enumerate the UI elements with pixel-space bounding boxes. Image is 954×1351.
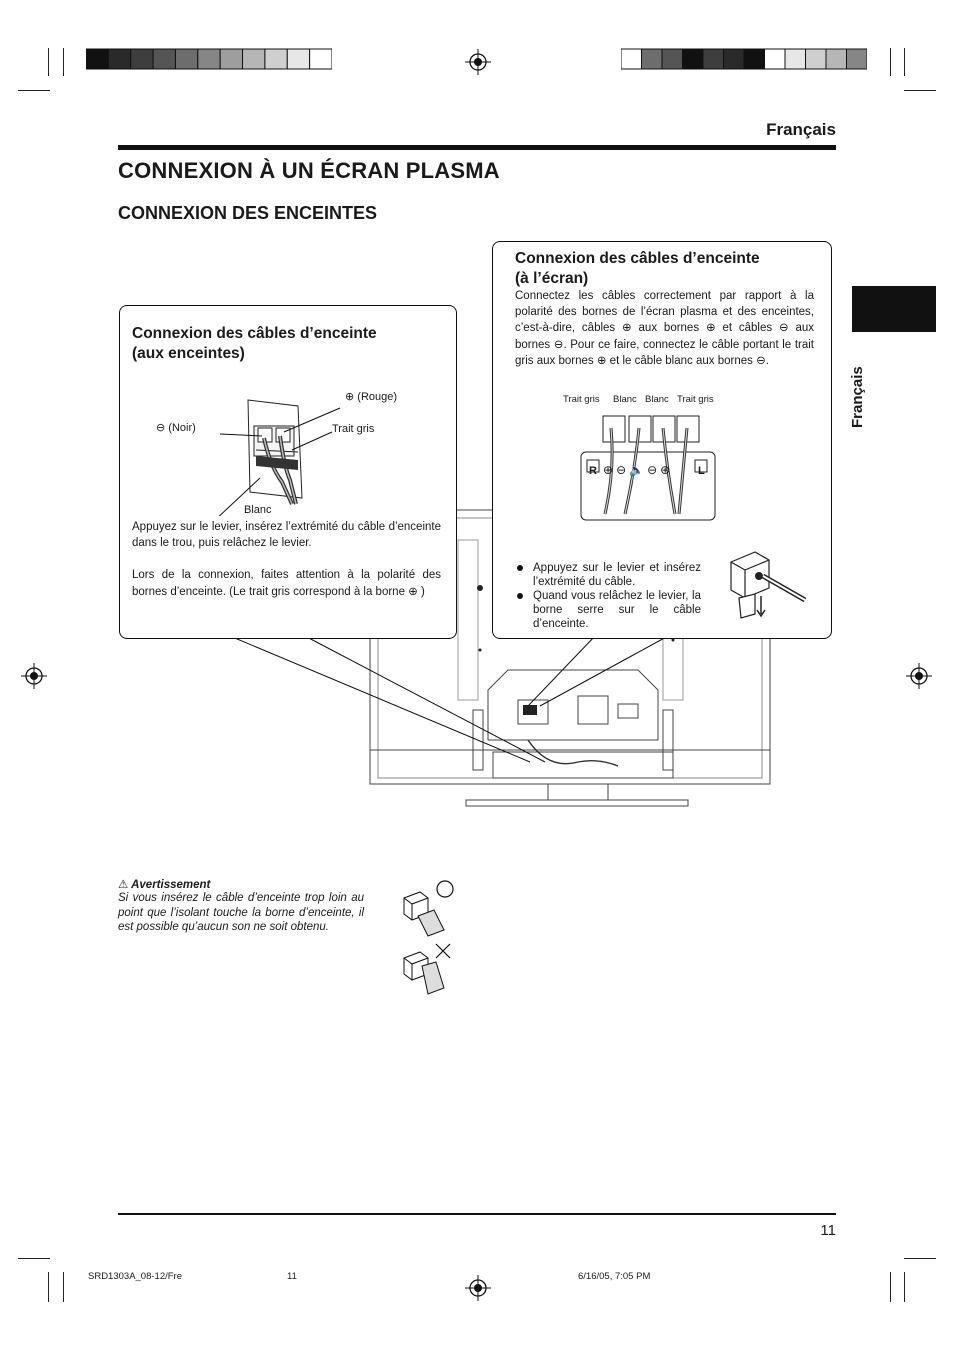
side-tab (852, 286, 936, 332)
registration-mark-icon (21, 663, 47, 689)
minus-terminal-icon: ⊖ (779, 320, 789, 334)
screen-box-title: Connexion des câbles d’enceinte (à l’écr… (515, 250, 760, 287)
page-title: CONNEXION À UN ÉCRAN PLASMA (118, 158, 500, 183)
plus-label: ⊕ (Rouge) (345, 390, 398, 403)
crop-mark (890, 1272, 891, 1302)
warning-block: ⚠ Avertissement Si vous insérez le câble… (118, 877, 364, 933)
terminal-symbols: ⊕⊖🔈⊖⊕ (603, 463, 673, 477)
gray-line-label: Trait gris (332, 423, 375, 435)
registration-mark-icon (465, 1275, 491, 1301)
minus-terminal-icon: ⊖ (156, 421, 166, 434)
terminal-label: Trait gris (677, 394, 714, 405)
incorrect-insertion-illustration (403, 943, 451, 995)
section-title: CONNEXION DES ENCEINTES (118, 203, 378, 223)
terminal-r-label: R (589, 465, 597, 477)
language-label: Français (766, 120, 836, 139)
screen-connection-box: Connexion des câbles d’enceinte (à l’écr… (492, 241, 832, 639)
speaker-icon: 🔈 (629, 463, 648, 477)
footer-timestamp: 6/16/05, 7:05 PM (578, 1271, 651, 1282)
registration-mark-icon (465, 49, 491, 75)
minus-terminal-icon: ⊖ (647, 463, 661, 477)
list-item: Quand vous relâchez le levier, la borne … (515, 589, 701, 631)
color-swatch (309, 48, 332, 70)
screen-polarity-text: Connectez les câbles correctement par ra… (515, 290, 815, 367)
speaker-connection-box: Connexion des câbles d’enceinte (aux enc… (119, 305, 457, 639)
minus-terminal-icon: ⊖ (616, 463, 630, 477)
minus-terminal-icon: ⊖ (756, 353, 766, 367)
crop-mark (63, 48, 64, 76)
warning-icon: ⚠ (118, 877, 129, 891)
bottom-rule (118, 1213, 836, 1215)
crop-mark (48, 48, 49, 76)
plus-terminal-icon: ⊕ (705, 320, 716, 334)
color-bar-right (621, 48, 867, 70)
crop-mark (18, 90, 50, 91)
terminal-label: Blanc (645, 394, 669, 405)
minus-terminal-icon: ⊖ (553, 336, 564, 351)
crop-mark (904, 1272, 905, 1302)
plus-terminal-icon: ⊕ (345, 390, 355, 403)
page-number: 11 (820, 1222, 836, 1239)
terminal-l-label: L (698, 465, 705, 477)
crop-mark (904, 48, 905, 76)
screen-bullets: Appuyez sur le levier et insérez l’extré… (515, 561, 701, 631)
speaker-box-title: Connexion des câbles d’enceinte (aux enc… (132, 325, 377, 362)
crop-mark (18, 1258, 50, 1259)
registration-mark-icon (906, 663, 932, 689)
terminal-label: Trait gris (563, 394, 600, 405)
footer-page-ref: 11 (287, 1271, 297, 1282)
correct-insertion-illustration (403, 880, 454, 937)
crop-mark (48, 1272, 49, 1302)
footer-file: SRD1303A_08-12/Fre (88, 1271, 182, 1282)
plus-terminal-icon: ⊕ (660, 463, 674, 477)
lever-illustration (730, 551, 807, 619)
top-rule (118, 145, 836, 150)
speaker-instructions: Appuyez sur le levier, insérez l’extrémi… (132, 521, 441, 549)
crop-mark (904, 90, 936, 91)
plus-terminal-icon: ⊕ (596, 353, 607, 367)
minus-label: ⊖ (Noir) (156, 421, 196, 434)
color-swatch (846, 48, 867, 70)
crop-mark (890, 48, 891, 76)
crop-mark (904, 1258, 936, 1259)
screen-terminal-illustration (580, 415, 716, 521)
color-bar-left (86, 48, 332, 70)
terminal-label: Blanc (613, 394, 637, 405)
crop-mark (63, 1272, 64, 1302)
warning-text: Si vous insérez le câble d’enceinte trop… (118, 892, 364, 933)
white-label: Blanc (244, 504, 272, 516)
plus-terminal-icon: ⊕ (603, 463, 617, 477)
plus-terminal-icon: ⊕ (622, 320, 632, 334)
speaker-terminal-illustration (218, 399, 341, 516)
plus-terminal-icon: ⊕ (408, 583, 418, 598)
list-item: Appuyez sur le levier et insérez l’extré… (515, 561, 701, 589)
speaker-polarity-note: Lors de la connexion, faites attention à… (132, 569, 441, 598)
